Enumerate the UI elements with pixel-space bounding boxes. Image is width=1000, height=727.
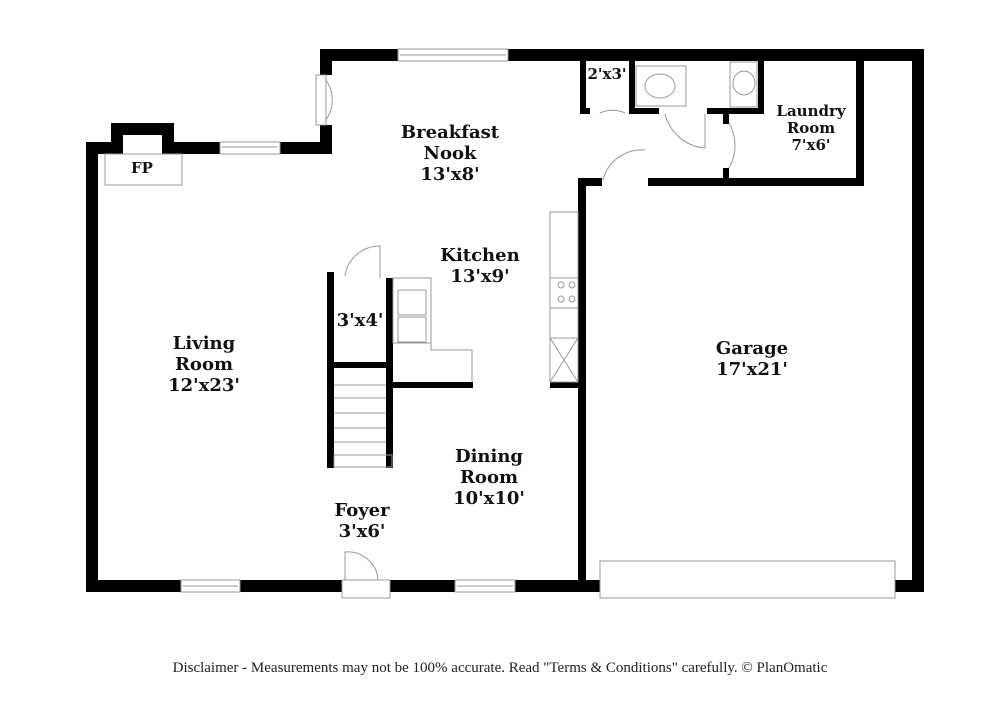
room-name: Kitchen: [440, 245, 520, 266]
room-name: Living: [172, 333, 236, 354]
walls: [86, 49, 924, 592]
room-name: Room: [459, 467, 519, 488]
room-dims: 13'x8': [420, 164, 480, 185]
room-dims: 3'x4': [336, 310, 384, 331]
room-dims: 3'x6': [338, 521, 386, 542]
room-dims: 2'x3': [587, 65, 627, 83]
room-name: Breakfast: [400, 122, 500, 143]
fireplace-text: FP: [131, 159, 153, 177]
room-name: Room: [786, 119, 836, 137]
room-laundry-room: Laundry Room 7'x6': [776, 103, 845, 154]
room-name: Foyer: [334, 500, 390, 521]
room-foyer: Foyer 3'x6': [334, 500, 389, 542]
room-name: Room: [174, 354, 234, 375]
room-kitchen: Kitchen 13'x9': [440, 245, 519, 287]
room-dims: 13'x9': [450, 266, 510, 287]
room-name: Laundry: [776, 102, 846, 120]
room-name: Dining: [454, 446, 524, 467]
fireplace-label: FP: [131, 160, 153, 177]
disclaimer-text: Disclaimer - Measurements may not be 100…: [172, 660, 828, 676]
room-dims: 17'x21': [716, 359, 788, 380]
room-living-room: Living Room 12'x23': [168, 333, 240, 396]
room-name: Garage: [715, 338, 789, 359]
room-closet-2x3: 2'x3': [587, 66, 626, 83]
room-breakfast-nook: Breakfast Nook 13'x8': [401, 122, 499, 185]
room-dims: 7'x6': [791, 136, 831, 154]
room-garage: Garage 17'x21': [716, 338, 788, 380]
fixtures: [104, 48, 896, 599]
room-name: Nook: [423, 143, 477, 164]
room-dims: 12'x23': [168, 375, 240, 396]
room-dining-room: Dining Room 10'x10': [453, 446, 525, 509]
room-closet-3x4: 3'x4': [337, 310, 384, 331]
room-dims: 10'x10': [453, 488, 525, 509]
